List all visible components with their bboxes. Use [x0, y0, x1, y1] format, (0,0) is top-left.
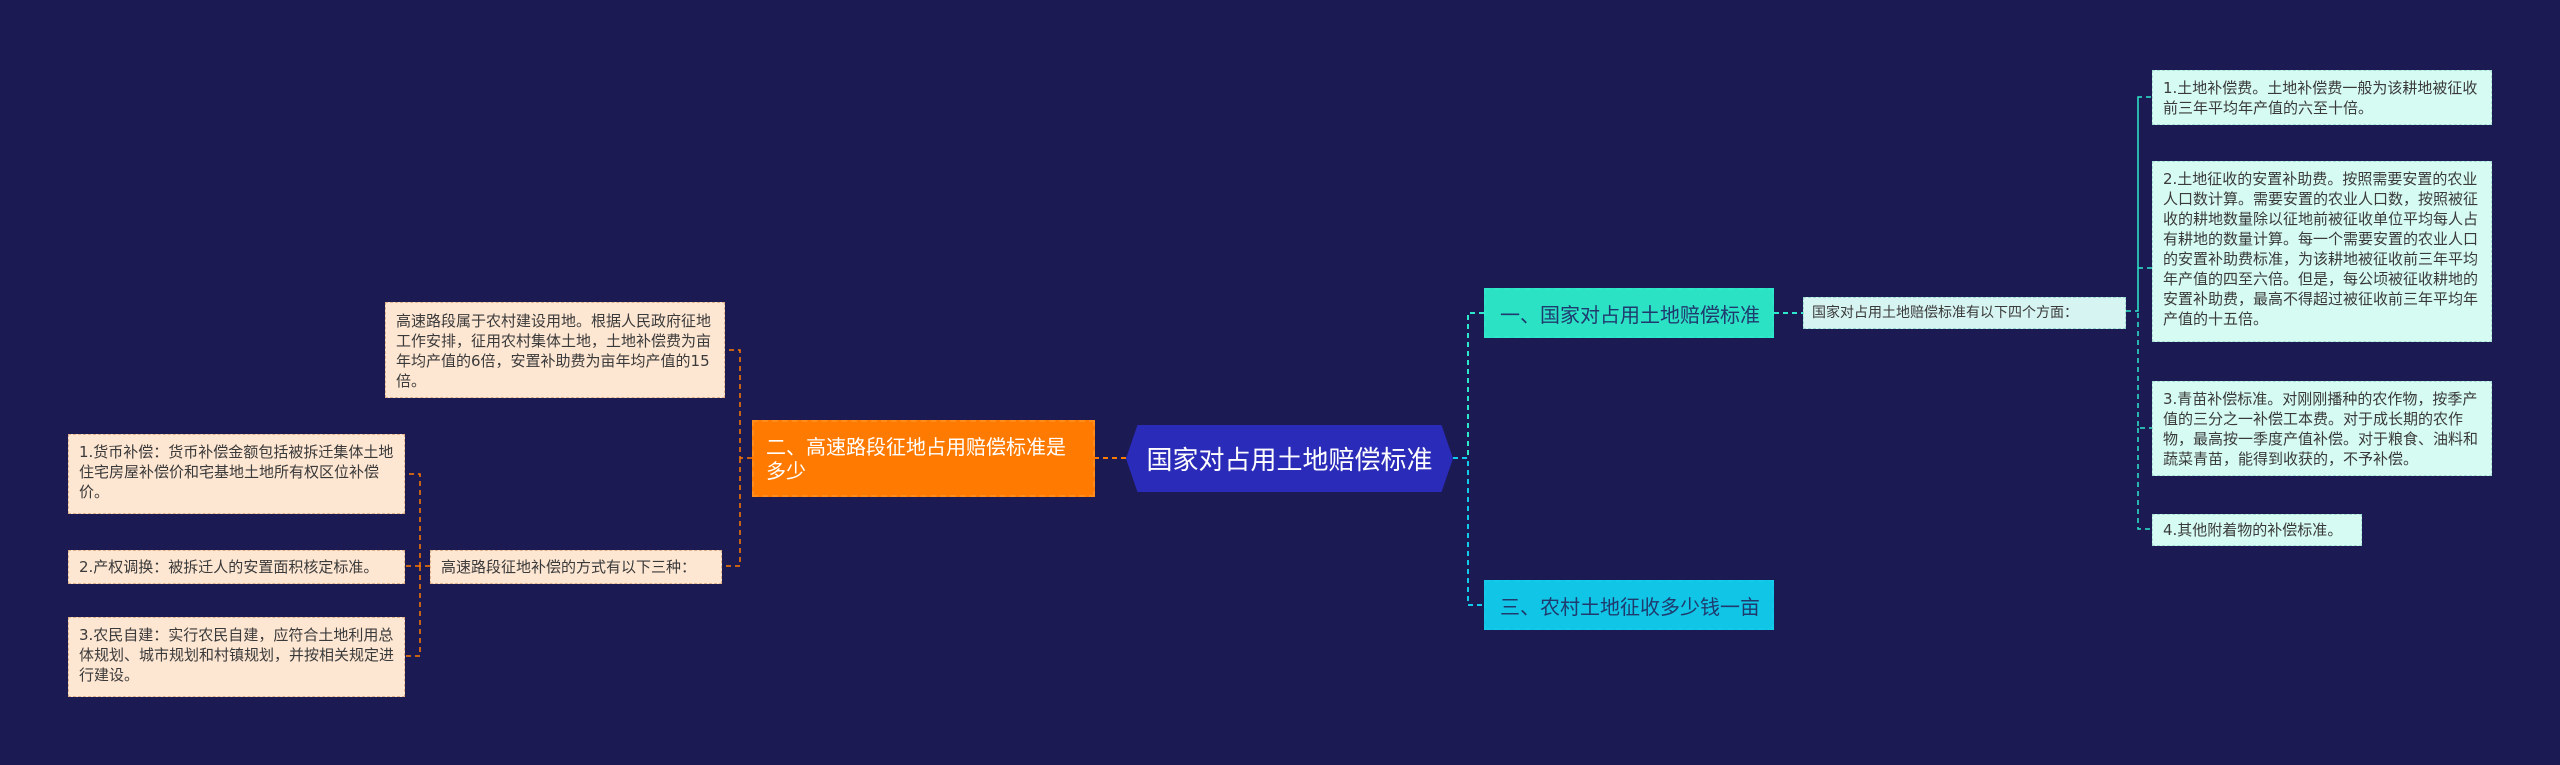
branch-1-topic[interactable]: 一、国家对占用土地赔偿标准 [1484, 288, 1774, 338]
branch-2-item-1[interactable]: 1.货币补偿：货币补偿金额包括被拆迁集体土地住宅房屋补偿价和宅基地土地所有权区位… [68, 434, 405, 514]
branch-1-item-1-text: 1.土地补偿费。土地补偿费一般为该耕地被征收前三年平均年产值的六至十倍。 [2163, 79, 2478, 117]
branch-2-item-3-text: 3.农民自建：实行农民自建，应符合土地利用总体规划、城市规划和村镇规划，并按相关… [79, 626, 395, 684]
branch-3-label: 三、农村土地征收多少钱一亩 [1500, 594, 1760, 619]
branch-1-item-4[interactable]: 4.其他附着物的补偿标准。 [2152, 514, 2362, 546]
branch-2-summary[interactable]: 高速路段征地补偿的方式有以下三种： [430, 550, 722, 584]
branch-1-label: 一、国家对占用土地赔偿标准 [1500, 302, 1760, 327]
branch-2-label: 二、高速路段征地占用赔偿标准是多少 [766, 434, 1066, 483]
branch-2-intro[interactable]: 高速路段属于农村建设用地。根据人民政府征地工作安排，征用农村集体土地，土地补偿费… [385, 302, 725, 398]
branch-2-topic[interactable]: 二、高速路段征地占用赔偿标准是多少 [752, 420, 1095, 497]
root-topic-label: 国家对占用土地赔偿标准 [1146, 446, 1433, 476]
branch-1-item-3-text: 3.青苗补偿标准。对刚刚播种的农作物，按季产值的三分之一补偿工本费。对于成长期的… [2163, 390, 2479, 468]
branch-1-item-2[interactable]: 2.土地征收的安置补助费。按照需要安置的农业人口数计算。需要安置的农业人口数，按… [2152, 161, 2492, 342]
branch-2-summary-text: 高速路段征地补偿的方式有以下三种： [441, 558, 697, 576]
branch-1-summary[interactable]: 国家对占用土地赔偿标准有以下四个方面： [1803, 297, 2126, 329]
branch-2-item-2[interactable]: 2.产权调换：被拆迁人的安置面积核定标准。 [68, 550, 405, 584]
branch-1-item-1[interactable]: 1.土地补偿费。土地补偿费一般为该耕地被征收前三年平均年产值的六至十倍。 [2152, 70, 2492, 125]
branch-1-summary-text: 国家对占用土地赔偿标准有以下四个方面： [1812, 305, 2078, 321]
branch-2-item-3[interactable]: 3.农民自建：实行农民自建，应符合土地利用总体规划、城市规划和村镇规划，并按相关… [68, 617, 405, 697]
branch-3-topic[interactable]: 三、农村土地征收多少钱一亩 [1484, 580, 1774, 630]
root-topic[interactable]: 国家对占用土地赔偿标准 [1126, 425, 1453, 492]
branch-2-item-1-text: 1.货币补偿：货币补偿金额包括被拆迁集体土地住宅房屋补偿价和宅基地土地所有权区位… [79, 443, 394, 501]
branch-2-intro-text: 高速路段属于农村建设用地。根据人民政府征地工作安排，征用农村集体土地，土地补偿费… [396, 312, 712, 390]
branch-1-item-4-text: 4.其他附着物的补偿标准。 [2163, 521, 2343, 539]
branch-1-item-3[interactable]: 3.青苗补偿标准。对刚刚播种的农作物，按季产值的三分之一补偿工本费。对于成长期的… [2152, 381, 2492, 476]
branch-2-item-2-text: 2.产权调换：被拆迁人的安置面积核定标准。 [79, 558, 379, 576]
branch-1-item-2-text: 2.土地征收的安置补助费。按照需要安置的农业人口数计算。需要安置的农业人口数，按… [2163, 170, 2479, 328]
